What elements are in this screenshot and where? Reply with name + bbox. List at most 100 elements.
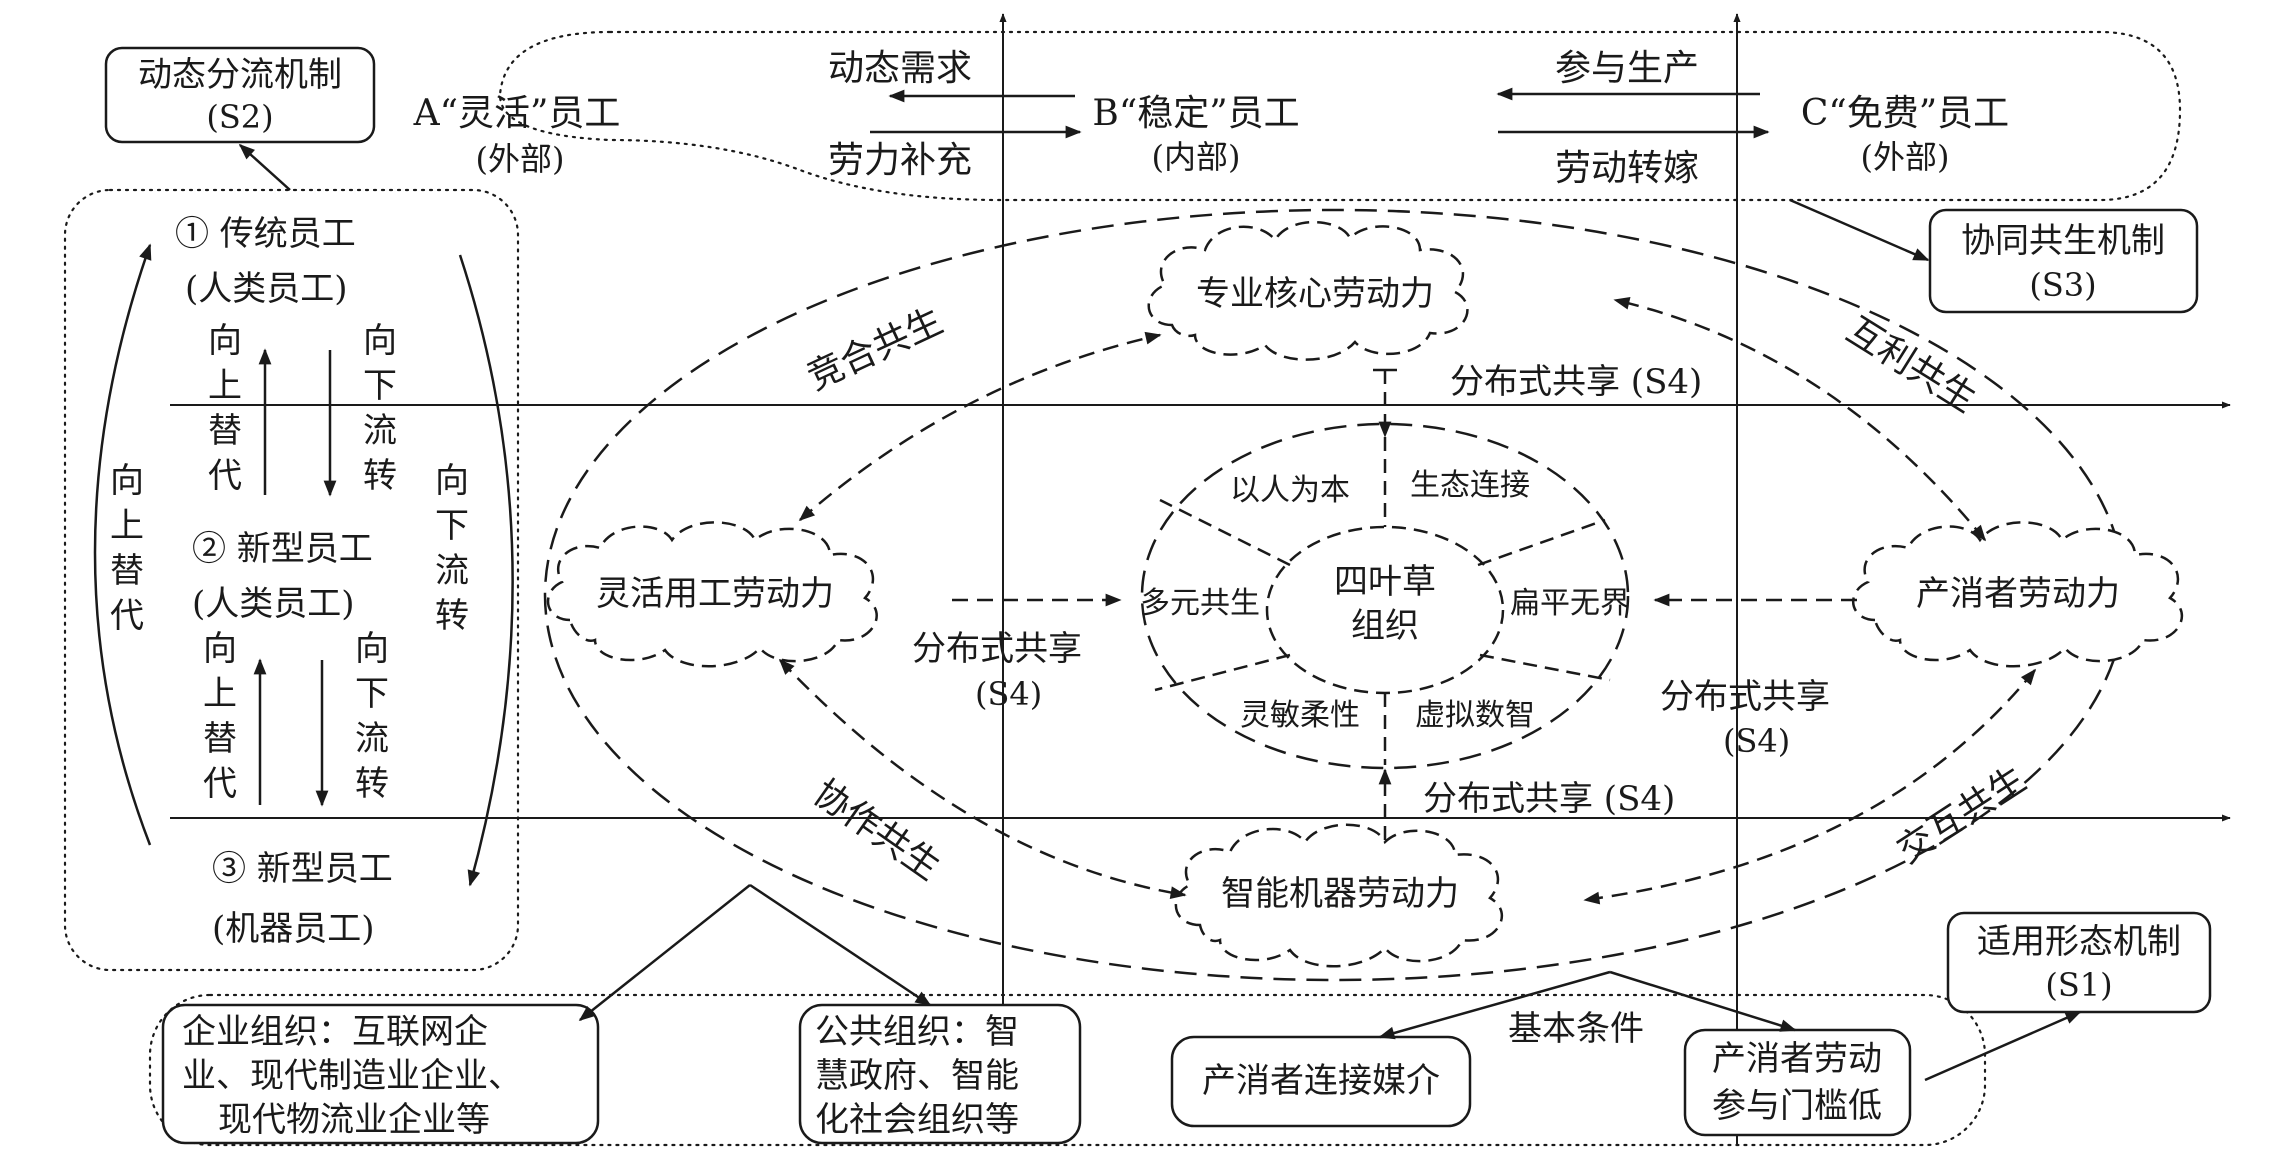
down-flow-1-c: 流 [363, 411, 397, 451]
arrow-to-threshold [1609, 970, 1797, 1032]
segment-diverse-symbiosis: 多元共生 [1140, 586, 1260, 621]
dashed-connectors [778, 297, 2037, 905]
arrow-prosumer-core [1613, 297, 1987, 542]
dotted-regions [63, 30, 2182, 1147]
item1-title: ① 传统员工 [175, 214, 356, 254]
up-replace-1-d: 代 [208, 456, 242, 496]
box-threshold-line2: 参与门槛低 [1712, 1086, 1882, 1126]
outer-up-b: 上 [110, 506, 144, 546]
box-medium-frame [1170, 1035, 1472, 1128]
clover-center-line1: 四叶草 [1334, 562, 1436, 602]
outer-down-b: 下 [435, 506, 469, 546]
outer-up-c: 替 [110, 551, 144, 591]
arrow-prosumer-machine [1583, 668, 2037, 905]
up-replace-1-b: 上 [208, 366, 242, 406]
clover-organization [1140, 422, 1630, 770]
arrow-to-public [749, 883, 932, 1007]
outer-up-a: 向 [110, 461, 144, 501]
arrow-flexible-machine [778, 658, 1187, 899]
employee-a-sub: (外部) [476, 140, 565, 178]
symbiosis-interact: 交互共生 [1890, 759, 2033, 872]
up-replace-2-b: 上 [203, 674, 237, 714]
box-enterprise-line1: 企业组织：互联网企 [182, 1012, 488, 1052]
box-public-line1: 公共组织：智 [815, 1012, 1019, 1052]
sharing-top: 分布式共享 (S4) [1450, 362, 1702, 402]
left-panel: ① 传统员工 (人类员工) ② 新型员工 (人类员工) ③ 新型员工 (机器员工… [93, 143, 514, 949]
employee-b: B“稳定”员工 (内部) [1092, 93, 1299, 176]
sharing-right-line2: (S4) [1723, 722, 1790, 760]
box-public: 公共组织：智 慧政府、智能 化社会组织等 [798, 1003, 1082, 1145]
box-public-line2: 慧政府、智能 [815, 1056, 1019, 1096]
arrow-to-s2 [238, 143, 291, 191]
down-flow-1-d: 转 [363, 456, 397, 496]
arrow-outer-down [458, 254, 514, 887]
box-public-line3: 化社会组织等 [815, 1100, 1019, 1140]
cloud-core [1147, 220, 1469, 361]
label-participate: 参与生产 [1555, 48, 1699, 89]
top-flow-arrows [870, 87, 1770, 139]
box-s1-code: (S1) [2045, 966, 2112, 1004]
employee-c-sub: (外部) [1861, 138, 1950, 176]
cloud-flexible-label: 灵活用工劳动力 [596, 574, 834, 614]
symbiosis-compete: 竞合共生 [801, 301, 949, 399]
label-labor-transfer: 劳动转嫁 [1555, 148, 1699, 189]
cloud-prosumer [1851, 521, 2184, 668]
outer-down-c: 流 [435, 551, 469, 591]
box-enterprise-line3: 现代物流业企业等 [218, 1100, 490, 1140]
box-enterprise-frame [161, 1003, 600, 1145]
down-flow-2-d: 转 [355, 764, 389, 804]
top-employees-region [498, 30, 2182, 202]
item2-sub: (人类员工) [192, 584, 355, 624]
box-medium-label: 产消者连接媒介 [1202, 1061, 1440, 1101]
arrow-to-medium [1378, 970, 1611, 1040]
item3-title: ③ 新型员工 [212, 849, 393, 889]
up-replace-2-d: 代 [203, 764, 237, 804]
employee-a-title: A“灵活”员工 [413, 93, 621, 134]
box-s3-frame [1928, 208, 2199, 314]
outer-up-d: 代 [110, 596, 144, 636]
item1-sub: (人类员工) [185, 269, 348, 309]
employee-c-title: C“免费”员工 [1801, 93, 2009, 134]
box-s3-title: 协同共生机制 [1961, 221, 2165, 261]
left-panel-region [63, 188, 520, 972]
outer-down-d: 转 [435, 596, 469, 636]
box-s3: 协同共生机制 (S3) [1928, 208, 2199, 314]
segment-people-oriented: 以人为本 [1230, 473, 1350, 508]
down-flow-2-a: 向 [355, 629, 389, 669]
sharing-bottom: 分布式共享 (S4) [1423, 779, 1675, 819]
down-flow-1-a: 向 [363, 321, 397, 361]
box-public-frame [798, 1003, 1082, 1145]
segment-eco-connection: 生态连接 [1410, 468, 1530, 503]
box-s3-code: (S3) [2029, 266, 2096, 304]
down-flow-1-b: 下 [363, 366, 397, 406]
clover-outer-ellipse [1140, 422, 1630, 770]
cloud-prosumer-label: 产消者劳动力 [1916, 574, 2120, 614]
up-replace-1-c: 替 [208, 411, 242, 451]
up-replace-2-c: 替 [203, 719, 237, 759]
arrow-flexible-core [798, 331, 1162, 522]
down-flow-2-c: 流 [355, 719, 389, 759]
box-enterprise-line2: 业、现代制造业企业、 [182, 1056, 522, 1096]
clouds [546, 220, 2184, 968]
item3-sub: (机器员工) [212, 909, 375, 949]
basic-conditions-label: 基本条件 [1508, 1009, 1644, 1049]
employee-c: C“免费”员工 (外部) [1801, 93, 2009, 176]
box-medium: 产消者连接媒介 [1170, 1035, 1472, 1128]
box-s2: 动态分流机制 (S2) [104, 46, 376, 144]
label-dynamic-demand: 动态需求 [828, 48, 972, 89]
divider-upper-left [1159, 498, 1291, 567]
cloud-core-label: 专业核心劳动力 [1196, 274, 1434, 314]
employee-a: A“灵活”员工 (外部) [413, 93, 621, 178]
up-replace-1-a: 向 [208, 321, 242, 361]
box-threshold: 产消者劳动 参与门槛低 [1683, 1028, 1912, 1137]
label-labor-supplement: 劳力补充 [828, 140, 972, 181]
box-enterprise: 企业组织：互联网企 业、现代制造业企业、 现代物流业企业等 [161, 1003, 600, 1145]
arrow-to-s1 [1924, 1010, 2082, 1082]
segment-virtual-digital: 虚拟数智 [1415, 698, 1535, 733]
solid-connectors [578, 198, 2082, 1082]
box-threshold-frame [1683, 1028, 1912, 1137]
box-threshold-line1: 产消者劳动 [1712, 1039, 1882, 1079]
cloud-machine [1174, 823, 1503, 968]
bottom-conditions-region [148, 993, 1987, 1147]
employee-b-sub: (内部) [1152, 138, 1241, 176]
